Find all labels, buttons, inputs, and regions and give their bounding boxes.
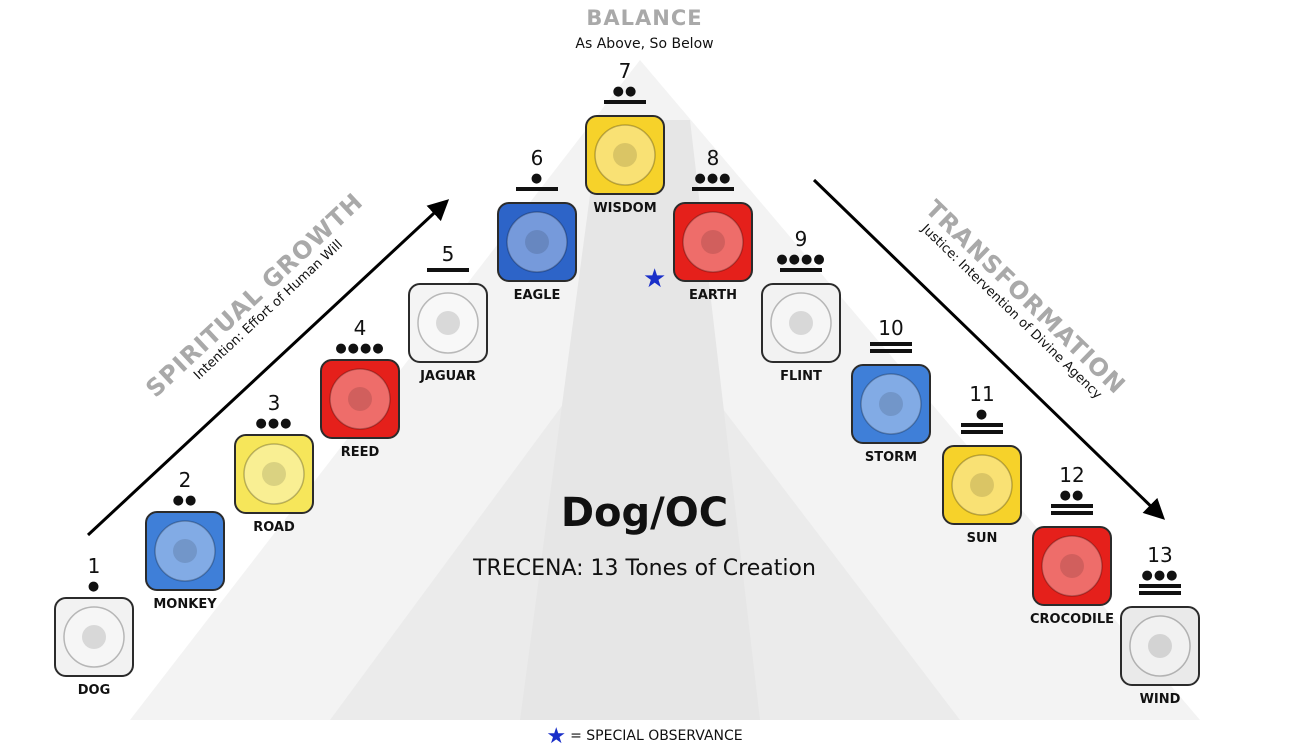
tone-bars bbox=[516, 187, 558, 194]
tone-number: 9 bbox=[794, 227, 808, 251]
tone-bar bbox=[780, 268, 822, 272]
glyph-flint-icon[interactable] bbox=[761, 283, 841, 363]
main-title: Dog/OC bbox=[560, 490, 729, 536]
tone-bar bbox=[604, 100, 646, 104]
glyph-label: DOG bbox=[77, 683, 111, 698]
tone-bar bbox=[961, 430, 1003, 434]
tone-number: 8 bbox=[706, 146, 720, 170]
tone-bar bbox=[1139, 584, 1181, 588]
glyph-label: ROAD bbox=[253, 520, 295, 535]
legend-text: = SPECIAL OBSERVANCE bbox=[570, 728, 743, 744]
transformation-arrow bbox=[812, 178, 1166, 520]
legend: ★= SPECIAL OBSERVANCE bbox=[0, 724, 1289, 749]
tone-bars bbox=[961, 423, 1003, 437]
glyph-wisdom-icon[interactable] bbox=[585, 115, 665, 195]
glyph-label: CROCODILE bbox=[1030, 612, 1114, 627]
glyph-label: EARTH bbox=[688, 288, 738, 303]
glyph-jaguar-icon[interactable] bbox=[408, 283, 488, 363]
tone-dots: ●●●● bbox=[776, 252, 826, 267]
glyph-label: STORM bbox=[864, 450, 918, 465]
glyph-wind-icon[interactable] bbox=[1120, 606, 1200, 686]
glyph-reed-icon[interactable] bbox=[320, 359, 400, 439]
tone-dots: ● bbox=[530, 171, 544, 186]
tone-bar bbox=[516, 187, 558, 191]
tone-dots: ●● bbox=[172, 493, 198, 508]
tone-bars bbox=[1139, 584, 1181, 598]
special-observance-star-icon: ★ bbox=[643, 264, 667, 294]
glyph-dog-icon[interactable] bbox=[54, 597, 134, 677]
special-observance-star-icon: ★ bbox=[546, 724, 567, 749]
balance-title: BALANCE bbox=[586, 6, 703, 30]
tone-dots: ● bbox=[87, 579, 101, 594]
balance-subtitle: As Above, So Below bbox=[575, 36, 714, 52]
tone-number: 2 bbox=[178, 468, 192, 492]
tone-bar bbox=[692, 187, 734, 191]
glyph-earth-icon[interactable] bbox=[673, 202, 753, 282]
tone-dots: ●●●● bbox=[335, 341, 385, 356]
glyph-sun-icon[interactable] bbox=[942, 445, 1022, 525]
tone-bars bbox=[780, 268, 822, 275]
tone-dots: ●● bbox=[612, 84, 638, 99]
glyph-crocodile-icon[interactable] bbox=[1032, 526, 1112, 606]
tone-dots: ●●● bbox=[255, 416, 293, 431]
growth-arrow bbox=[86, 199, 450, 537]
tone-bar bbox=[870, 349, 912, 353]
glyph-label: EAGLE bbox=[513, 288, 561, 303]
tone-bar bbox=[961, 423, 1003, 427]
tone-number: 11 bbox=[969, 382, 995, 406]
glyph-storm-icon[interactable] bbox=[851, 364, 931, 444]
tone-number: 13 bbox=[1147, 543, 1173, 567]
glyph-label: SUN bbox=[966, 531, 998, 546]
tone-bar bbox=[1139, 591, 1181, 595]
tone-number: 4 bbox=[353, 316, 367, 340]
glyph-label: FLINT bbox=[780, 369, 822, 384]
tone-number: 6 bbox=[530, 146, 544, 170]
glyph-label: WIND bbox=[1139, 692, 1181, 707]
tone-bar bbox=[1051, 511, 1093, 515]
tone-dots: ● bbox=[975, 407, 989, 422]
glyph-label: JAGUAR bbox=[420, 369, 476, 384]
tone-number: 10 bbox=[878, 316, 904, 340]
tone-dots: ●●● bbox=[1141, 568, 1179, 583]
tone-bar bbox=[427, 268, 469, 272]
tone-number: 5 bbox=[441, 242, 455, 266]
tone-number: 7 bbox=[618, 59, 632, 83]
tone-bar bbox=[870, 342, 912, 346]
tone-number: 3 bbox=[267, 391, 281, 415]
tone-dots: ●● bbox=[1059, 488, 1085, 503]
tone-bars bbox=[604, 100, 646, 107]
tone-bars bbox=[870, 342, 912, 356]
tone-dots: ●●● bbox=[694, 171, 732, 186]
tone-bars bbox=[1051, 504, 1093, 518]
glyph-label: WISDOM bbox=[593, 201, 657, 216]
tone-bars bbox=[427, 268, 469, 275]
glyph-eagle-icon[interactable] bbox=[497, 202, 577, 282]
tone-number: 12 bbox=[1059, 463, 1085, 487]
main-subtitle: TRECENA: 13 Tones of Creation bbox=[473, 556, 816, 581]
glyph-road-icon[interactable] bbox=[234, 434, 314, 514]
glyph-label: MONKEY bbox=[153, 597, 217, 612]
tone-bars bbox=[692, 187, 734, 194]
glyph-monkey-icon[interactable] bbox=[145, 511, 225, 591]
tone-bar bbox=[1051, 504, 1093, 508]
tone-number: 1 bbox=[87, 554, 101, 578]
glyph-label: REED bbox=[340, 445, 380, 460]
